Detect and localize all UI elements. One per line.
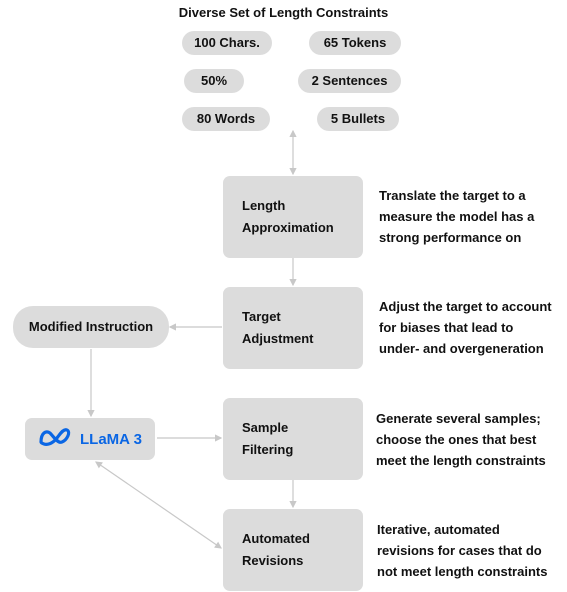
llama-model-node: LLaMA 3 xyxy=(25,418,155,460)
constraint-chip: 5 Bullets xyxy=(317,107,399,131)
step-length-approximation: Length Approximation xyxy=(223,176,363,258)
connector-revision-to-llama xyxy=(95,461,222,549)
step-description: Iterative, automated revisions for cases… xyxy=(377,522,548,579)
step-target-adjustment: Target Adjustment xyxy=(223,287,363,369)
step-description: Generate several samples; choose the one… xyxy=(376,411,546,468)
constraint-chip: 100 Chars. xyxy=(182,31,272,55)
step-label: Length Approximation xyxy=(242,198,334,235)
step-description: Translate the target to a measure the mo… xyxy=(379,188,535,245)
step-automated-revisions: Automated Revisions xyxy=(223,509,363,591)
meta-logo-icon xyxy=(38,427,74,452)
step-label: Sample Filtering xyxy=(242,420,294,457)
constraint-chip: 80 Words xyxy=(182,107,270,131)
modified-instruction-node: Modified Instruction xyxy=(13,306,169,348)
step-sample-filtering: Sample Filtering xyxy=(223,398,363,480)
constraint-chip: 50% xyxy=(184,69,244,93)
constraint-chip: 65 Tokens xyxy=(309,31,401,55)
diagram-title: Diverse Set of Length Constraints xyxy=(178,5,389,20)
step-description: Adjust the target to account for biases … xyxy=(379,299,552,356)
step-label: Target Adjustment xyxy=(242,309,314,346)
constraint-chip: 2 Sentences xyxy=(298,69,401,93)
step-label: Automated Revisions xyxy=(242,531,310,568)
model-label: LLaMA 3 xyxy=(80,430,142,448)
